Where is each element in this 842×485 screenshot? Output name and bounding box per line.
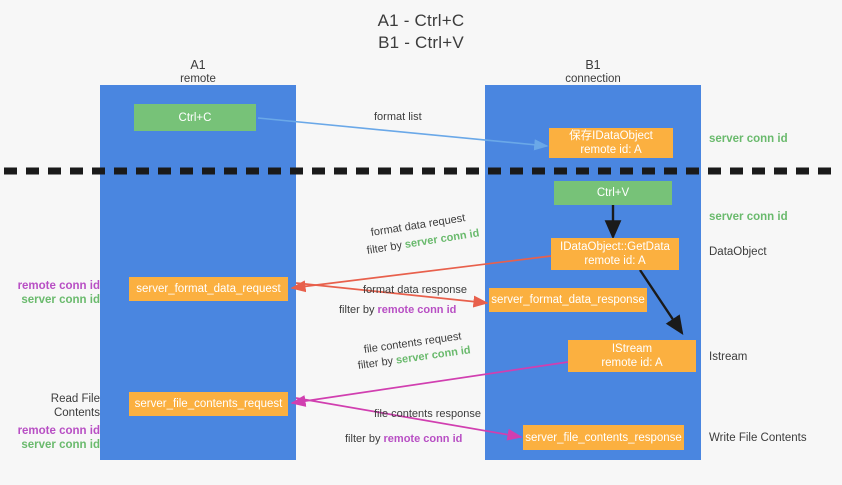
left-label-read-file-contents: Read File Contents: [50, 393, 100, 419]
right-label-istream: Istream: [709, 351, 748, 363]
node-server-file-contents-request-label: server_file_contents_request: [134, 398, 283, 410]
column-header-a1: A1 remote: [100, 58, 296, 86]
edge-label-file-contents-response-filter: filter by remote conn id: [345, 432, 462, 447]
filter-prefix: filter by: [365, 239, 406, 257]
left-label-server-conn-id-2: server conn id: [21, 439, 100, 451]
node-ctrl-v[interactable]: Ctrl+V: [554, 181, 672, 205]
node-getdata-line1: IDataObject::GetData: [560, 241, 670, 253]
filter-prefix: filter by: [357, 354, 397, 372]
node-save-idataobject-line1: 保存IDataObject: [569, 130, 653, 142]
column-header-b1: B1 connection: [485, 58, 701, 86]
filter-prefix: filter by: [345, 433, 384, 445]
column-header-a1-sub: remote: [180, 73, 216, 85]
node-idataobject-getdata[interactable]: IDataObject::GetData remote id: A: [551, 238, 679, 270]
diagram-title: A1 - Ctrl+C B1 - Ctrl+V: [0, 10, 842, 54]
column-header-a1-name: A1: [190, 58, 206, 72]
right-label-server-conn-id-mid: server conn id: [709, 211, 788, 223]
left-label-conn-ids-format: remote conn id server conn id: [8, 279, 100, 307]
node-getdata-line2: remote id: A: [584, 255, 646, 267]
node-server-format-data-request-label: server_format_data_request: [136, 283, 281, 295]
phase-divider: [4, 167, 838, 175]
right-label-write-file-contents: Write File Contents: [709, 432, 807, 444]
node-save-idataobject[interactable]: 保存IDataObject remote id: A: [549, 128, 673, 158]
node-save-idataobject-line2: remote id: A: [580, 144, 642, 156]
left-label-remote-conn-id-1: remote conn id: [17, 280, 100, 292]
node-server-format-data-response-label: server_format_data_response: [491, 294, 645, 306]
left-label-read-file-contents-group: Read File Contents remote conn id server…: [2, 392, 100, 452]
right-label-server-conn-id-top: server conn id: [709, 133, 788, 145]
node-ctrl-c[interactable]: Ctrl+C: [134, 104, 256, 131]
edge-label-format-list: format list: [374, 111, 422, 123]
node-istream-line1: IStream: [611, 343, 653, 355]
node-server-format-data-response[interactable]: server_format_data_response: [489, 288, 647, 312]
title-line-2: B1 - Ctrl+V: [378, 33, 464, 52]
node-server-file-contents-response-label: server_file_contents_response: [525, 431, 682, 444]
edge-label-format-data-response-filter: filter by remote conn id: [339, 303, 456, 318]
left-label-server-conn-id-1: server conn id: [21, 294, 100, 306]
node-server-file-contents-response[interactable]: server_file_contents_response: [523, 425, 684, 450]
edge-label-format-data-response: format data response: [363, 284, 467, 296]
node-server-format-data-request[interactable]: server_format_data_request: [129, 277, 288, 301]
node-ctrl-c-label: Ctrl+C: [178, 111, 212, 124]
node-istream[interactable]: IStream remote id: A: [568, 340, 696, 372]
right-label-dataobject: DataObject: [709, 246, 767, 258]
left-label-remote-conn-id-2: remote conn id: [17, 425, 100, 437]
filter-prefix: filter by: [339, 304, 378, 316]
column-header-b1-sub: connection: [565, 73, 621, 85]
node-istream-line2: remote id: A: [601, 357, 663, 369]
column-header-b1-name: B1: [585, 58, 601, 72]
node-server-file-contents-request[interactable]: server_file_contents_request: [129, 392, 288, 416]
edge-label-file-contents-response: file contents response: [374, 408, 482, 420]
filter-value-remote-conn-id: remote conn id: [377, 304, 457, 316]
title-line-1: A1 - Ctrl+C: [377, 11, 465, 30]
node-ctrl-v-label: Ctrl+V: [596, 187, 630, 199]
filter-value-remote-conn-id: remote conn id: [383, 433, 463, 445]
